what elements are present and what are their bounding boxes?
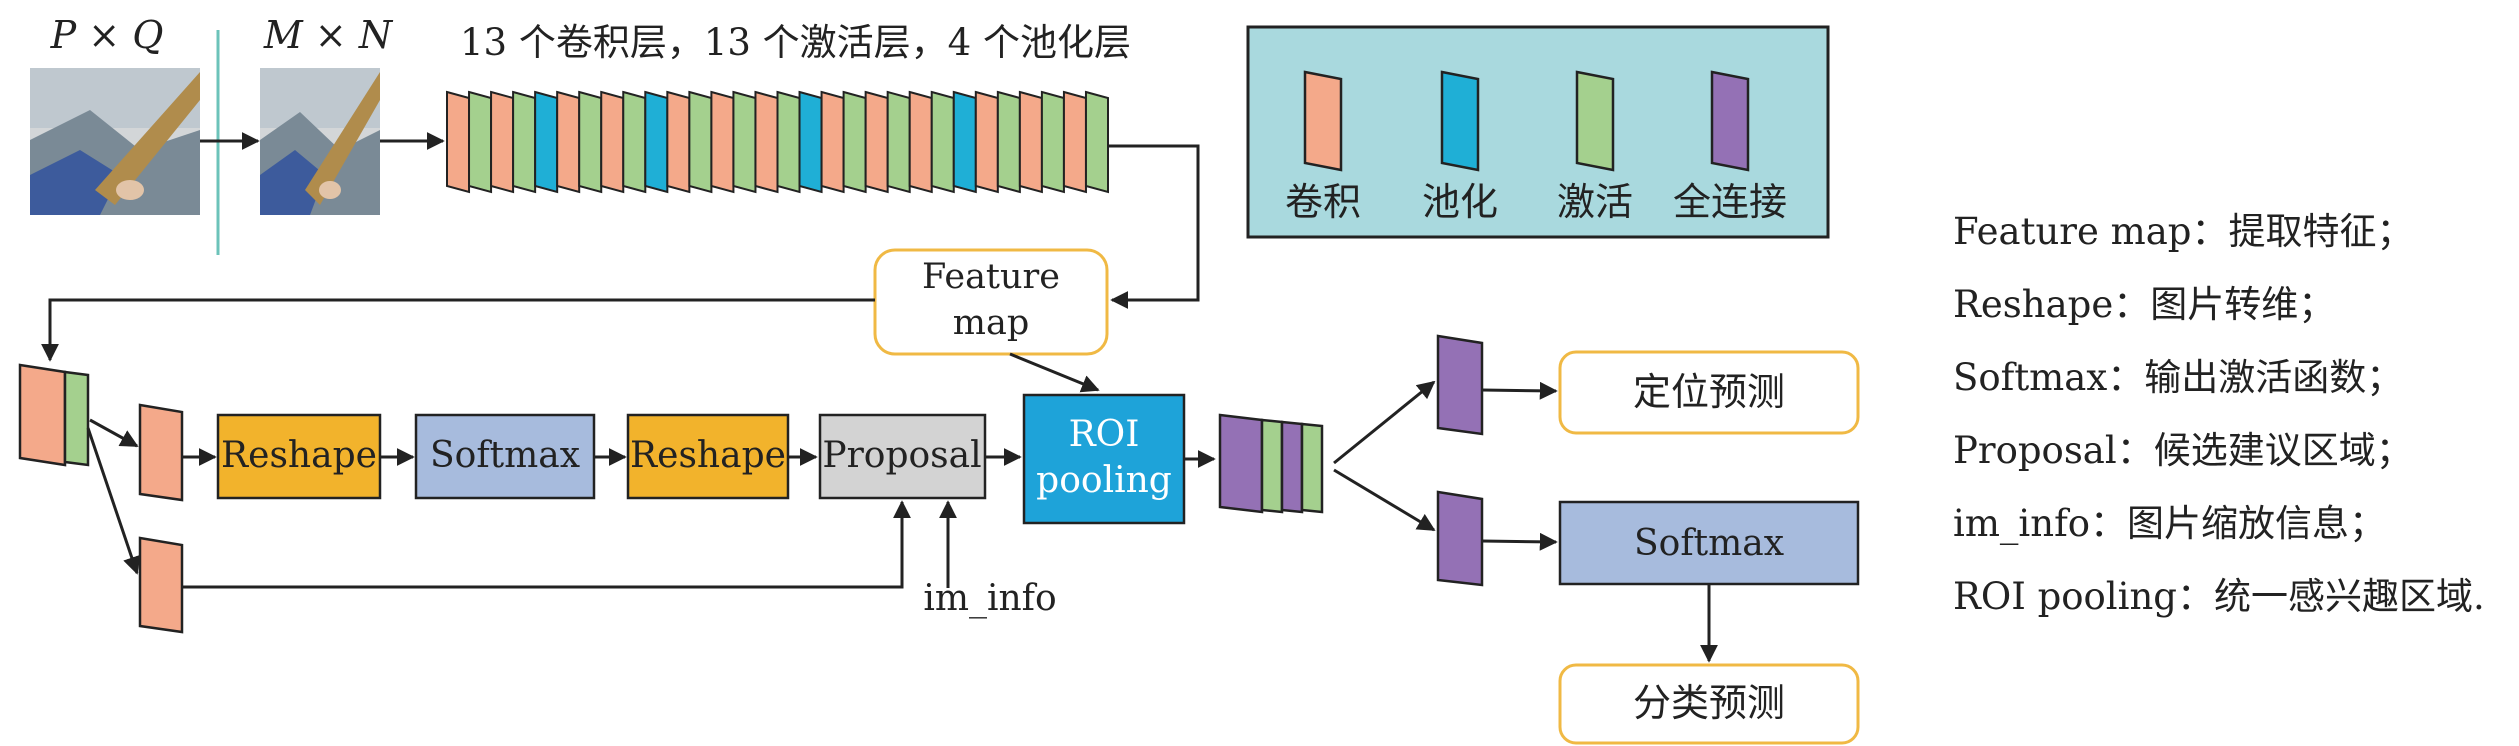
legend-swatch-act: [1575, 70, 1615, 172]
proposal-box: [818, 413, 987, 500]
arrow-rpn-to-reg-branch: [86, 427, 141, 575]
backbone-layer-pool: [798, 90, 823, 194]
feature-map-label-line1: Feature: [922, 257, 1060, 297]
backbone-layer-act: [776, 90, 801, 194]
backbone-layer-conv: [1062, 90, 1087, 194]
legend: 卷积 池化 激活全连接: [1285, 70, 1787, 224]
backbone-layer-act: [1040, 90, 1065, 194]
note-proposal: Proposal：候选建议区域；: [1953, 429, 2413, 472]
legend-label-conv: 卷积: [1285, 180, 1361, 224]
backbone-layer-act: [688, 90, 713, 194]
notes-list: Feature map：提取特征； Reshape：图片转维； Softmax：…: [1953, 195, 2513, 633]
roi-pooling-label-line1: ROI: [1069, 414, 1140, 455]
cls-conv-layer: [138, 403, 184, 502]
softmax2-label: Softmax: [1634, 523, 1784, 564]
backbone-layer-pool: [952, 90, 977, 194]
loc-pred-box: [1558, 350, 1860, 435]
note-softmax: Softmax：输出激活函数；: [1953, 356, 2404, 399]
backbone-layer-conv: [754, 90, 779, 194]
backbone-layer-act: [842, 90, 867, 194]
backbone-layer-stack: [446, 90, 1109, 194]
backbone-title: 13 个卷积层，13 个激活层，4 个池化层: [460, 21, 1131, 64]
rescaled-size-label: M × N: [263, 13, 394, 57]
arrow-rpn-to-cls-branch: [89, 418, 139, 448]
legend-label-act: 激活: [1557, 180, 1633, 224]
backbone-layer-conv: [974, 90, 999, 194]
reshape2-box: [626, 413, 790, 500]
backbone-layer-act: [930, 90, 955, 194]
note-roi-pooling: ROI pooling：统一感兴趣区域.: [1953, 575, 2485, 618]
feature-map-box: [873, 248, 1109, 356]
cls-fc-layer: [1436, 490, 1484, 587]
softmax1-label: Softmax: [430, 435, 580, 476]
input-size-label: P × Q: [50, 13, 164, 57]
backbone-layer-conv: [556, 90, 581, 194]
arrow-fc-to-cls-branch: [1333, 468, 1436, 532]
arrow-feature-map-to-rpn: [41, 298, 875, 362]
legend-label-pool: 池化: [1422, 180, 1498, 224]
fc-stack: [1218, 413, 1324, 514]
roi-pooling-label-line2: pooling: [1036, 460, 1172, 501]
arrow-feature-map-to-roi: [1009, 352, 1100, 393]
loc-fc-layer: [1436, 334, 1484, 436]
im-info-label: im_info: [923, 578, 1056, 619]
input-photo: [30, 68, 200, 215]
reshape2-label: Reshape: [630, 435, 786, 476]
backbone-layer-act: [578, 90, 603, 194]
proposal-label: Proposal: [822, 435, 981, 476]
backbone-layer-conv: [908, 90, 933, 194]
legend-swatch-pool: [1440, 70, 1480, 172]
reshape1-box: [216, 413, 382, 500]
cls-pred-label: 分类预测: [1633, 681, 1785, 725]
note-feature-map: Feature map：提取特征；: [1953, 210, 2414, 253]
rpn-feature-block: [18, 363, 90, 467]
rescaled-photo: [260, 68, 380, 215]
cls-pred-box: [1558, 663, 1860, 745]
backbone-layer-pool: [534, 90, 559, 194]
legend-label-fc: 全连接: [1673, 180, 1787, 224]
backbone-layer-act: [1084, 90, 1109, 194]
backbone-layer-act: [996, 90, 1021, 194]
backbone-layer-act: [886, 90, 911, 194]
backbone-layer-conv: [666, 90, 691, 194]
backbone-layer-conv: [710, 90, 735, 194]
backbone-layer-conv: [820, 90, 845, 194]
roi-pooling-box: [1022, 393, 1186, 525]
backbone-layer-conv: [600, 90, 625, 194]
note-reshape: Reshape：图片转维；: [1953, 283, 2336, 326]
arrow-fc-to-loc-branch: [1333, 380, 1436, 465]
loc-pred-label: 定位预测: [1633, 370, 1785, 414]
arrow-reg-to-proposal: [182, 500, 911, 589]
backbone-layer-act: [732, 90, 757, 194]
backbone-layer-act: [622, 90, 647, 194]
feature-map-label-line2: map: [953, 303, 1029, 343]
backbone-layer-act: [512, 90, 537, 194]
legend-swatch-fc: [1710, 70, 1750, 172]
backbone-layer-conv: [446, 90, 471, 194]
backbone-layer-act: [468, 90, 493, 194]
note-im-info: im_info：图片缩放信息；: [1953, 502, 2387, 545]
backbone-layer-conv: [864, 90, 889, 194]
reshape1-label: Reshape: [221, 435, 377, 476]
arrow-backbone-to-feature-map: [1108, 144, 1200, 309]
arrow-cls-fc-to-softmax2: [1481, 532, 1558, 551]
backbone-layer-conv: [1018, 90, 1043, 194]
backbone-layer-pool: [644, 90, 669, 194]
reg-conv-layer: [138, 536, 184, 634]
legend-swatch-conv: [1303, 70, 1343, 172]
arrow-loc-fc-to-pred: [1481, 381, 1558, 400]
backbone-layer-conv: [490, 90, 515, 194]
softmax1-box: [414, 413, 596, 500]
